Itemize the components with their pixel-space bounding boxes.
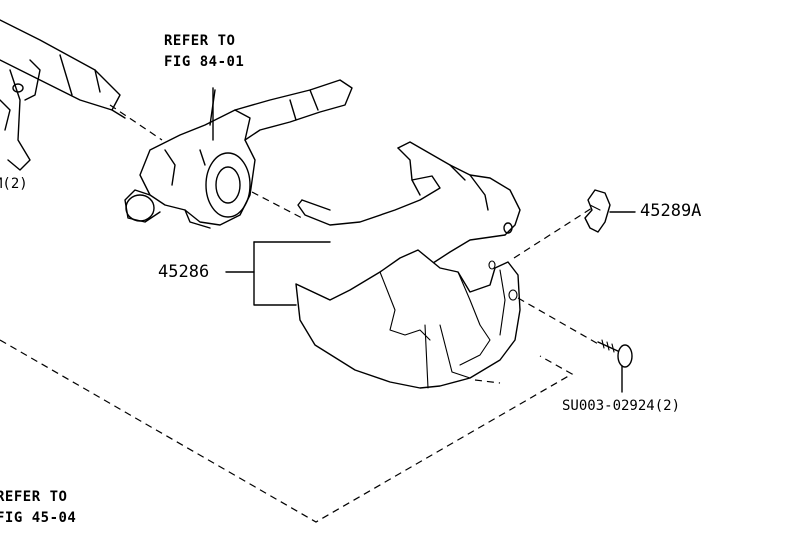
partial-part-label: M(2) — [0, 176, 28, 192]
lower-column-cover — [295, 249, 521, 389]
refer-note-top-line1: REFER TO — [164, 33, 236, 49]
dashed-guides — [0, 104, 601, 523]
screw-part — [597, 339, 633, 393]
part-number-clip[interactable]: 45289A — [640, 201, 702, 221]
steering-column-shaft — [0, 19, 126, 171]
upper-column-cover — [297, 141, 521, 266]
part-number-cover[interactable]: 45286 — [158, 262, 210, 282]
refer-note-top-line2: FIG 84-01 — [164, 54, 245, 70]
part-number-screw[interactable]: SU003-02924(2) — [562, 398, 681, 414]
clip-part — [584, 189, 636, 233]
combination-switch — [124, 79, 353, 229]
refer-note-bottom-line1: REFER TO — [0, 489, 68, 505]
leader-lines — [212, 87, 331, 306]
refer-note-bottom-line2: FIG 45-04 — [0, 510, 77, 526]
